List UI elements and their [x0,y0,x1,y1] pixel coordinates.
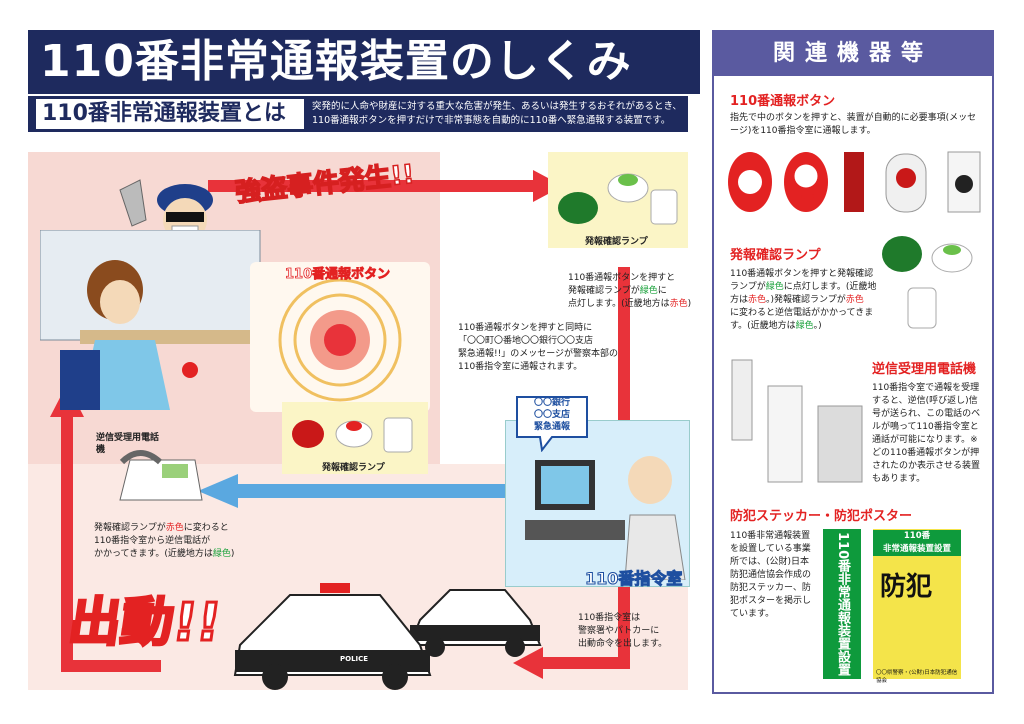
dispatch-label: 出動!! [64,592,227,655]
subtitle: 110番非常通報装置とは [36,99,304,129]
poster-kanji: 防犯 [880,572,933,602]
device-label: 110 [799,192,816,201]
center-label: 110番指令室 [584,569,683,589]
description: 突発的に人命や財産に対する重大な危害が発生、あるいは発生するおそれがあるとき、1… [312,101,682,126]
clerk-illustration [40,230,290,410]
poster-footer: 〇〇県警察・(公財)日本防犯通信協会 [876,670,958,684]
lamp-mid-illustration [292,417,413,453]
lamp-note: 110番通報ボタンを押すと 発報確認ランプが緑色に 点灯します。(近畿地方は赤色… [568,273,692,309]
sec3-text: 110番指令室で通報を受理すると、逆信(呼び返し)信号が送られ、この電話のベルが… [872,383,981,484]
phone-devices [731,359,863,483]
bubble-text: 〇〇銀行 〇〇支店 緊急通報 [533,398,570,432]
poster-title: 110番 非常通報装置設置 [873,530,961,556]
page-title: 110番非常通報装置のしくみ [28,30,700,94]
sticker: 110番非常通報装置設置 [823,529,861,679]
sec2-title: 発報確認ランプ [730,248,821,263]
button-ripple [278,278,402,402]
phone-label: 逆信受理用電話機 [96,433,160,455]
dispatch-note: 110番指令室は 警察署やパトカーに 出動命令を出します。 [578,613,668,649]
button-label: 110番通報ボタン [285,267,391,283]
callback-note: 発報確認ランプが赤色に変わると 110番指令室から逆信電話が かかってきます。(… [94,523,235,559]
sec2-text: 110番通報ボタンを押すと発報確認 ランプが緑色に点灯します。(近畿地 方は赤色… [730,269,877,331]
panel-heading: 関連機器等 [714,32,992,76]
sec4-title: 防犯ステッカー・防犯ポスター [730,509,913,524]
lamp-top-illustration [558,173,678,225]
button-devices [728,151,981,213]
lamp-label-mid: 発報確認ランプ [322,463,385,473]
police-text: POLICE [340,655,369,663]
lamp-devices [882,236,973,329]
police-cars [233,583,542,690]
speech-bubble [516,396,588,452]
sec1-text: 指先で中のボタンを押すと、装置が自動的に必要事項(メッセージ)を110番指令室に… [730,113,977,136]
operator-illustration [525,456,686,580]
sec3-title: 逆信受理用電話機 [872,362,977,377]
message-note: 110番通報ボタンを押すと同時に 「〇〇町〇番地〇〇銀行〇〇支店 緊急通報!!」… [458,323,619,372]
sec1-title: 110番通報ボタン [730,94,836,109]
phone-illustration [119,450,203,501]
lamp-label-top: 発報確認ランプ [585,237,648,247]
sec4-text: 110番非常通報装置を設置している事業所では、(公財)日本防犯通信協会作成の防犯… [730,531,812,619]
